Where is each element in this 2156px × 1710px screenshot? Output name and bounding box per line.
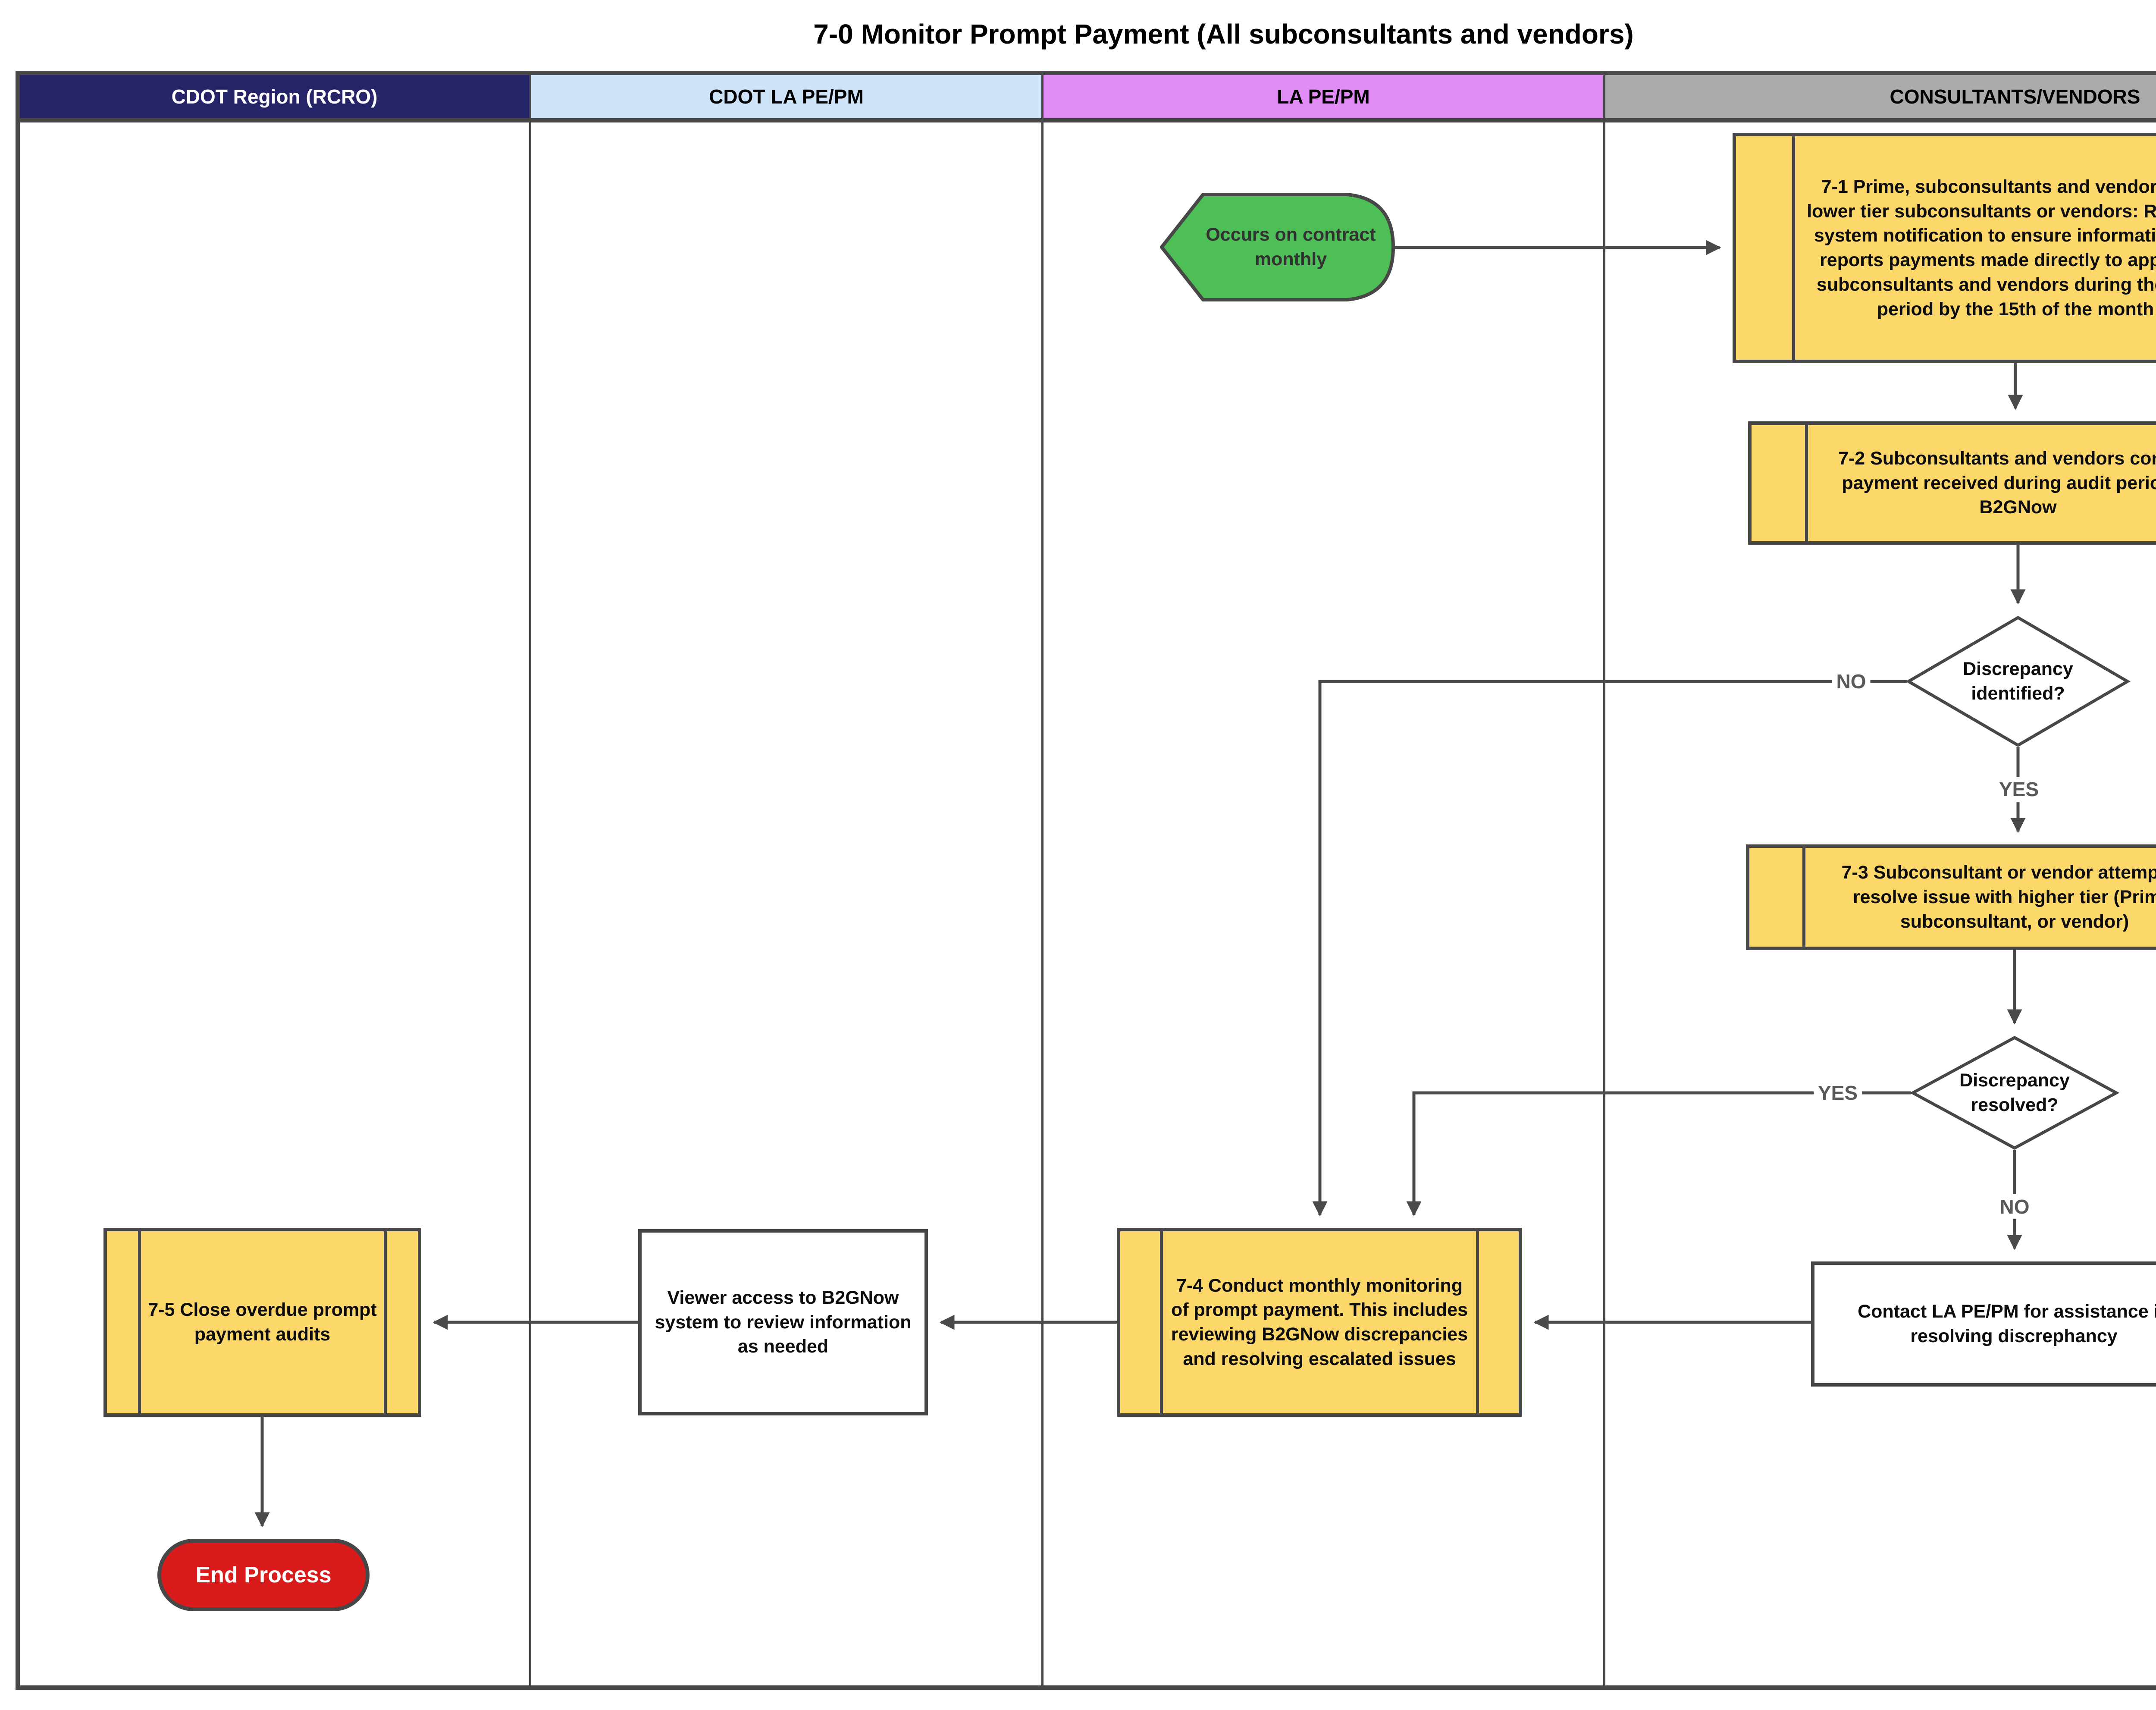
edge-decision-resolved-yes-to-7-4 [1406, 1091, 1911, 1217]
diamond-shape [1905, 615, 2131, 747]
side-bar [138, 1231, 141, 1413]
diagram-title: 7-0 Monitor Prompt Payment (All subconsu… [813, 19, 1634, 50]
side-bar [1160, 1231, 1163, 1413]
start-event-label: Occurs on contract monthly [1206, 224, 1376, 270]
side-bar [383, 1231, 387, 1413]
node-7-4: 7-4 Conduct monthly monitoring of prompt… [1117, 1228, 1522, 1417]
side-bar [1805, 425, 1808, 541]
lane-header-consultants-vendors: CONSULTANTS/VENDORS [1605, 75, 2156, 118]
edge-label-identified-no: NO [1832, 669, 1871, 694]
end-process-label: End Process [195, 1563, 332, 1588]
node-7-3: 7-3 Subconsultant or vendor attempt to r… [1746, 844, 2156, 950]
lane-header-la-pe-pm: LA PE/PM [1044, 75, 1603, 118]
edge-label-resolved-yes: YES [1813, 1080, 1862, 1105]
lane-header-cdot-region: CDOT Region (RCRO) [20, 75, 529, 118]
node-7-3-label: 7-3 Subconsultant or vendor attempt to r… [1841, 862, 2156, 932]
edge-label-identified-yes: YES [1994, 777, 2043, 802]
edge-label-resolved-no: NO [1995, 1194, 2034, 1219]
lane-divider-3 [1603, 75, 1605, 1685]
header-divider [20, 118, 2156, 122]
lane-divider-2 [1041, 75, 1044, 1685]
decision-identified-label: Discrepancy identified? [1963, 659, 2073, 704]
swimlane-table: CDOT Region (RCRO) CDOT LA PE/PM LA PE/P… [16, 71, 2156, 1690]
node-7-5: 7-5 Close overdue prompt payment audits [103, 1228, 421, 1417]
node-7-1: 7-1 Prime, subconsultants and vendors wi… [1733, 133, 2156, 363]
end-process-terminator: End Process [157, 1539, 370, 1611]
edge-decision-identified-no-to-7-4 [1312, 680, 1907, 1217]
node-viewer-access-label: Viewer access to B2GNow system to review… [655, 1287, 912, 1357]
start-event-hexagon: Occurs on contract monthly [1160, 193, 1395, 301]
decision-discrepancy-identified: Discrepancy identified? [1905, 615, 2131, 747]
diamond-shape [1909, 1036, 2120, 1150]
node-7-2: 7-2 Subconsultants and vendors confirm p… [1748, 421, 2156, 545]
lane-divider-1 [529, 75, 531, 1685]
node-contact-la-pe-pm: Contact LA PE/PM for assistance in resol… [1811, 1261, 2156, 1387]
node-contact-label: Contact LA PE/PM for assistance in resol… [1858, 1301, 2156, 1346]
node-7-2-label: 7-2 Subconsultants and vendors confirm p… [1838, 448, 2156, 518]
node-7-5-label: 7-5 Close overdue prompt payment audits [148, 1299, 377, 1345]
node-7-4-label: 7-4 Conduct monthly monitoring of prompt… [1171, 1275, 1468, 1369]
decision-discrepancy-resolved: Discrepancy resolved? [1909, 1036, 2120, 1150]
side-bar [1476, 1231, 1479, 1413]
side-bar [1792, 136, 1795, 360]
decision-resolved-label: Discrepancy resolved? [1959, 1070, 2070, 1115]
side-bar [1802, 848, 1805, 947]
node-7-1-label: 7-1 Prime, subconsultants and vendors wi… [1807, 176, 2156, 320]
hexagon-shape [1160, 193, 1395, 301]
node-viewer-access: Viewer access to B2GNow system to review… [638, 1229, 928, 1415]
lane-header-cdot-la-pe-pm: CDOT LA PE/PM [531, 75, 1041, 118]
